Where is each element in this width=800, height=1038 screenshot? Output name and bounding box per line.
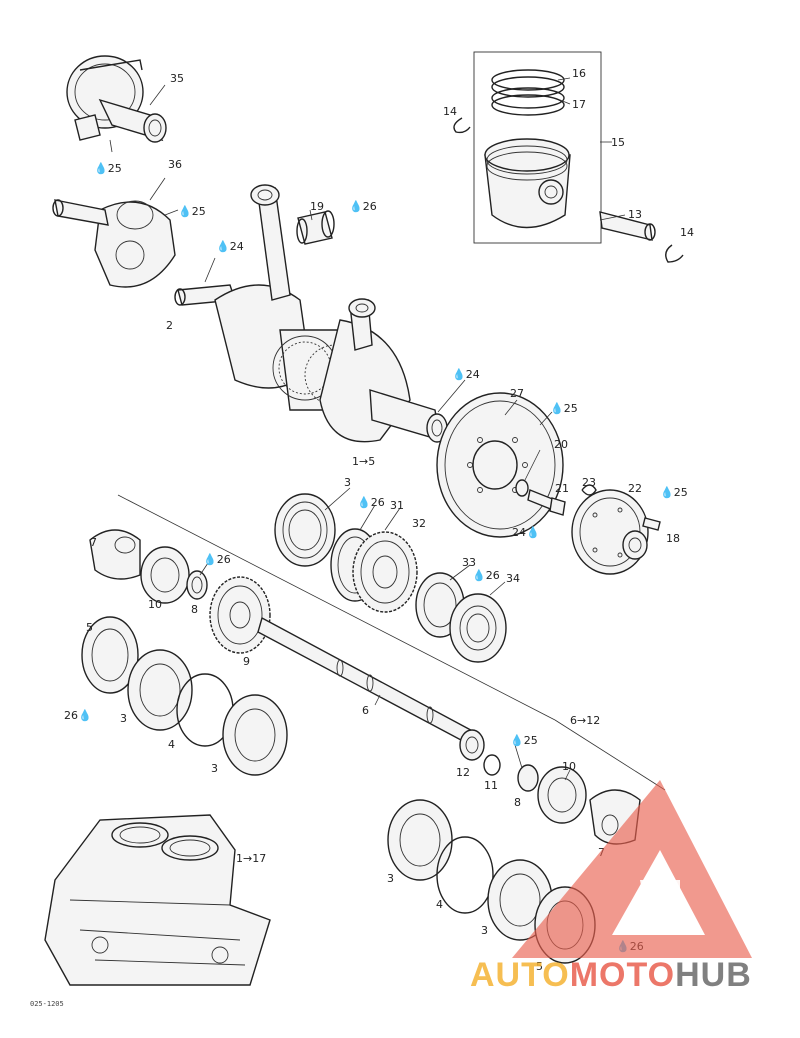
- callout-25: 💧25: [178, 205, 206, 218]
- part-10-bearing: [140, 546, 190, 604]
- watermark-logo: AUTOMOTOHUB: [470, 780, 752, 994]
- callout-17: 17: [572, 98, 586, 111]
- callout-4: 4: [436, 898, 443, 911]
- callout-19: 19: [310, 200, 324, 213]
- callout-24: 💧24: [216, 240, 244, 253]
- callout-22: 22: [628, 482, 642, 495]
- callout-24: 24💧: [512, 526, 540, 539]
- callout-14: 14: [680, 226, 694, 239]
- part-21-bolt: [527, 489, 566, 516]
- part-34-bearing: [449, 593, 507, 663]
- callout-35: 35: [170, 72, 184, 85]
- piston-kit-frame: [473, 51, 602, 244]
- callout-3: 3: [344, 476, 351, 489]
- callout-24: 💧24: [452, 368, 480, 381]
- callout-6to12: 6→12: [570, 714, 600, 727]
- callout-26: 💧26: [472, 569, 500, 582]
- callout-16: 16: [572, 67, 586, 80]
- part-22-flange: [571, 489, 649, 575]
- callout-25: 💧25: [550, 402, 578, 415]
- callout-26: 💧26: [349, 200, 377, 213]
- callout-14: 14: [443, 105, 457, 118]
- callout-13: 13: [628, 208, 642, 221]
- part-10-bearing-right: [537, 766, 587, 824]
- part-3-bearing-right: [387, 799, 453, 881]
- part-crankshaft-assembly: [174, 184, 448, 443]
- callout-9: 9: [243, 655, 250, 668]
- part-18-screw: [642, 517, 661, 531]
- part-11-ring: [483, 754, 501, 776]
- part-32-gear: [352, 531, 418, 613]
- part-engine-block: [44, 814, 271, 986]
- part-4-ring-right: [436, 836, 494, 914]
- callout-3: 3: [387, 872, 394, 885]
- part-19-needle-bearing: [296, 210, 335, 245]
- callout-21: 21: [555, 482, 569, 495]
- callout-5: 5: [536, 960, 543, 973]
- part-7-counterweight: [89, 529, 141, 580]
- callout-5: 5: [86, 621, 93, 634]
- callout-7: 7: [90, 536, 97, 549]
- callout-32: 32: [412, 517, 426, 530]
- part-27-rotor: [436, 392, 564, 538]
- callout-1to5: 1→5: [352, 455, 375, 468]
- part-3-bearing-left-2: [222, 694, 288, 776]
- callout-12: 12: [456, 766, 470, 779]
- part-5-seal-left: [81, 616, 139, 694]
- callout-18: 18: [666, 532, 680, 545]
- part-8-ring-right: [517, 764, 539, 792]
- part-36-crank-half: [52, 199, 176, 288]
- callout-34: 34: [506, 572, 520, 585]
- callout-4: 4: [168, 738, 175, 751]
- callout-25: 💧25: [94, 162, 122, 175]
- callout-31: 31: [390, 499, 404, 512]
- callout-10: 10: [562, 760, 576, 773]
- watermark-triangle-icon: [512, 780, 752, 958]
- figure-code: 025-1205: [30, 1000, 64, 1008]
- callout-11: 11: [484, 779, 498, 792]
- assembly-reference-lines: [109, 77, 666, 791]
- part-8-ring: [186, 570, 208, 600]
- callout-25: 💧25: [660, 486, 688, 499]
- callout-3: 3: [120, 712, 127, 725]
- callout-20: 20: [554, 438, 568, 451]
- part-15-piston-group: [453, 51, 684, 263]
- callout-8: 8: [191, 603, 198, 616]
- part-35-crank-half: [66, 55, 167, 143]
- callout-26: 💧26: [357, 496, 385, 509]
- callout-33: 33: [462, 556, 476, 569]
- callout-25: 💧25: [510, 734, 538, 747]
- watermark-text: AUTOMOTOHUB: [470, 956, 752, 994]
- part-3-bearing-left: [127, 649, 193, 731]
- part-9-gear: [209, 576, 271, 654]
- callout-2: 2: [166, 319, 173, 332]
- callout-26: 💧26: [203, 553, 231, 566]
- callout-3: 3: [211, 762, 218, 775]
- part-3-ball-bearing: [274, 493, 336, 567]
- callout-23: 23: [582, 476, 596, 489]
- callout-27: 27: [510, 387, 524, 400]
- part-6-shaft: [257, 616, 481, 750]
- callout-6: 6: [362, 704, 369, 717]
- part-12-bearing: [459, 729, 485, 761]
- part-23-washer: [581, 484, 597, 496]
- callout-26: 26💧: [64, 709, 92, 722]
- callout-1to17: 1→17: [236, 852, 266, 865]
- callout-3: 3: [481, 924, 488, 937]
- callout-36: 36: [168, 158, 182, 171]
- callout-15: 15: [611, 136, 625, 149]
- callout-10: 10: [148, 598, 162, 611]
- callout-8: 8: [514, 796, 521, 809]
